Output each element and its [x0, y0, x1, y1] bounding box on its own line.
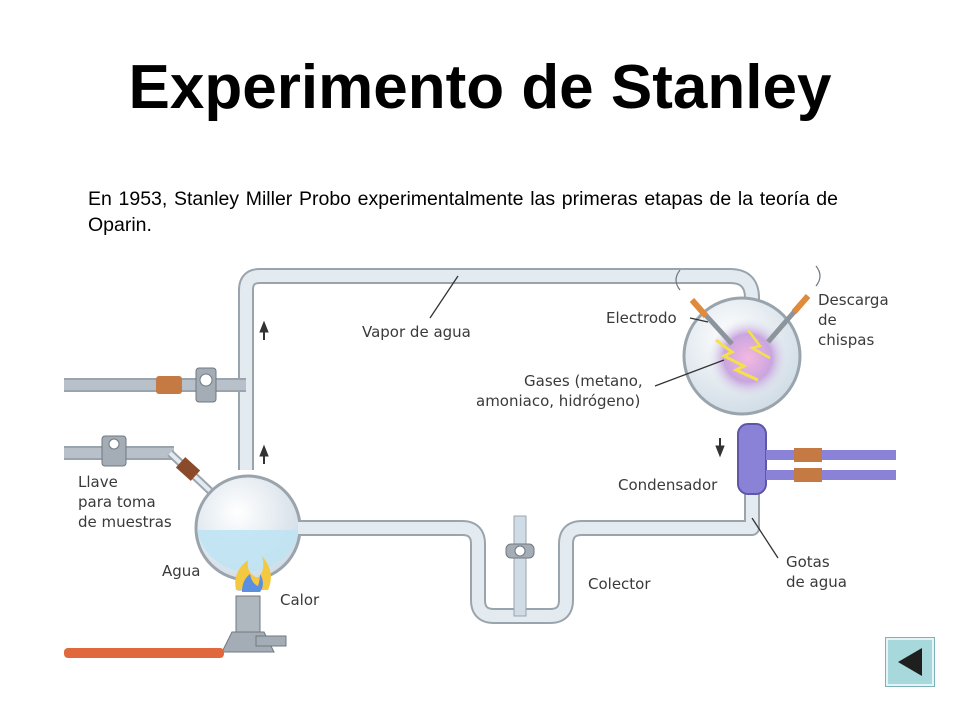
back-button[interactable] [885, 637, 935, 687]
water-flask [194, 474, 302, 591]
label-gotas-2: de agua [786, 573, 847, 591]
label-calor: Calor [280, 591, 320, 609]
label-llave-1: Llave [78, 473, 118, 491]
intro-paragraph: En 1953, Stanley Miller Probo experiment… [88, 188, 838, 236]
spark-flask [682, 296, 802, 416]
label-descarga-2: de [818, 311, 837, 329]
condenser [737, 423, 896, 495]
label-agua: Agua [162, 562, 200, 580]
label-llave-3: de muestras [78, 513, 172, 531]
collector-tube [298, 480, 760, 624]
electrodes [675, 265, 821, 346]
sampling-valve [64, 435, 265, 543]
label-descarga-1: Descarga [818, 291, 889, 309]
label-gases-2: amoniaco, hidrógeno) [476, 392, 640, 410]
flow-arrows [259, 320, 725, 464]
label-descarga-3: chispas [818, 331, 874, 349]
label-electrodo: Electrodo [606, 309, 677, 327]
label-llave-2: para toma [78, 493, 156, 511]
label-gases-1: Gases (metano, [524, 372, 643, 390]
leader-lines [429, 275, 779, 559]
label-condensador: Condensador [618, 476, 718, 494]
label-colector: Colector [588, 575, 651, 593]
label-gotas-1: Gotas [786, 553, 830, 571]
triangle-left-icon [898, 648, 922, 676]
side-inlet-tube [64, 367, 246, 403]
bunsen-burner [64, 556, 287, 658]
vapor-tube [238, 268, 760, 470]
slide-title: Experimento de Stanley [128, 53, 832, 122]
label-vapor: Vapor de agua [362, 323, 471, 341]
